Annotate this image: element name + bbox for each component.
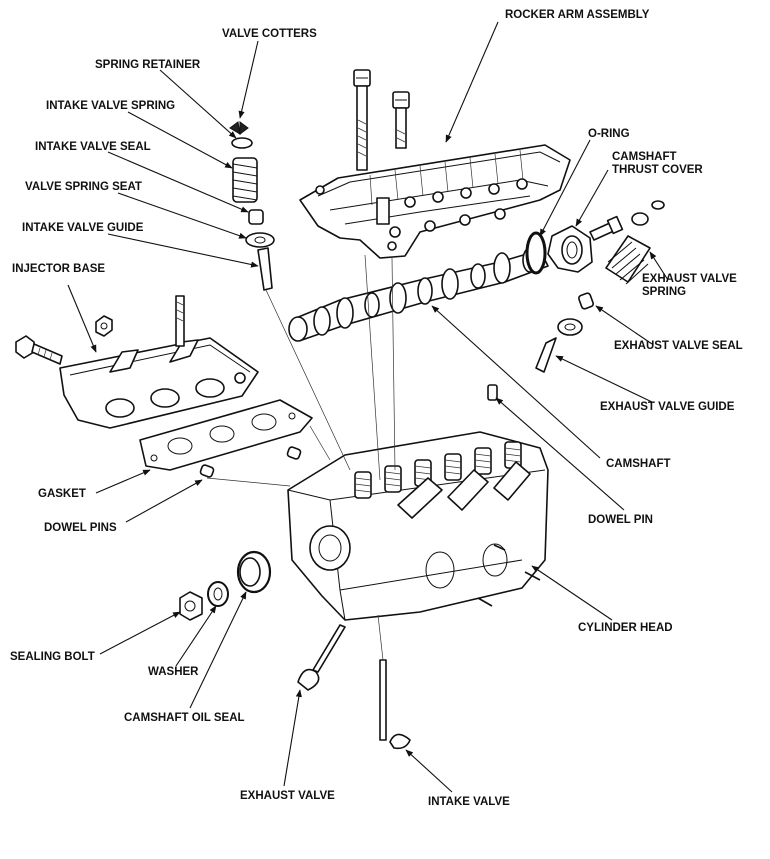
dowel-pin-part [487, 384, 498, 401]
leader-cylinder-head [531, 565, 613, 621]
leader-camshaft-thrust-cover [575, 169, 609, 227]
label-sealing-bolt: SEALING BOLT [10, 651, 95, 663]
label-injector-base: INJECTOR BASE [12, 263, 105, 275]
o-ring-part [525, 231, 547, 275]
exhaust-valve-cotters-part [631, 200, 665, 226]
label-exhaust-valve-spring-line2: SPRING [642, 286, 686, 298]
label-exhaust-valve-spring-line1: EXHAUST VALVE [642, 273, 737, 285]
label-spring-retainer: SPRING RETAINER [95, 59, 201, 71]
cylinder-head-part [287, 431, 549, 621]
leader-exhaust-valve [283, 689, 302, 787]
leader-valve-cotters [238, 40, 259, 119]
intake-valve-seal-part [248, 209, 264, 225]
injector-base-part [15, 295, 259, 429]
camshaft-part [288, 247, 549, 342]
label-camshaft-thrust-cover-line2: THRUST COVER [612, 164, 703, 176]
label-rocker-arm-assembly: ROCKER ARM ASSEMBLY [505, 9, 650, 21]
leader-o-ring [539, 139, 591, 237]
label-exhaust-valve: EXHAUST VALVE [240, 790, 335, 802]
leader-intake-valve-guide [107, 233, 259, 268]
camshaft-oil-seal-part [236, 550, 272, 594]
label-o-ring: O-RING [588, 128, 630, 140]
leader-dowel-pins [125, 479, 203, 523]
label-dowel-pins: DOWEL PINS [44, 522, 117, 534]
exhaust-valve-spring-part [605, 235, 651, 285]
intake-valve-guide-part [257, 247, 273, 291]
label-dowel-pin: DOWEL PIN [588, 514, 653, 526]
leader-spring-retainer [159, 69, 237, 139]
label-exhaust-valve-guide: EXHAUST VALVE GUIDE [600, 401, 735, 413]
label-camshaft-thrust-cover-line1: CAMSHAFT [612, 151, 677, 163]
label-intake-valve-guide: INTAKE VALVE GUIDE [22, 222, 144, 234]
dowel-pins-part [199, 446, 302, 478]
washer-part [207, 581, 229, 607]
exhaust-valve-seal-part [578, 292, 594, 310]
camshaft-thrust-cover-part [547, 215, 624, 273]
label-exhaust-valve-seal: EXHAUST VALVE SEAL [614, 340, 743, 352]
gasket-part [139, 399, 313, 471]
label-intake-valve-spring: INTAKE VALVE SPRING [46, 100, 175, 112]
intake-valve-cotters-part [229, 121, 249, 135]
leader-rocker-arm-assembly [445, 21, 499, 143]
leader-valve-spring-seat [117, 192, 247, 239]
intake-valve-part [379, 659, 411, 750]
label-cylinder-head: CYLINDER HEAD [578, 622, 673, 634]
leader-intake-valve-spring [127, 111, 233, 169]
label-camshaft-oil-seal: CAMSHAFT OIL SEAL [124, 712, 245, 724]
leader-sealing-bolt [99, 611, 181, 655]
label-camshaft: CAMSHAFT [606, 458, 671, 470]
leader-intake-valve [405, 749, 453, 793]
exhaust-valve-seat-part [557, 318, 583, 336]
label-valve-spring-seat: VALVE SPRING SEAT [25, 181, 142, 193]
exhaust-valve-part [297, 624, 346, 691]
leader-exhaust-valve-seal [595, 305, 653, 345]
leader-dowel-pin [495, 397, 625, 511]
leader-exhaust-valve-spring [649, 251, 669, 281]
leader-injector-base [67, 284, 97, 353]
intake-valve-spring-part [232, 157, 258, 203]
valve-spring-seat-part [245, 232, 275, 248]
sealing-bolt-part [179, 591, 203, 621]
leader-washer [175, 605, 217, 667]
label-valve-cotters: VALVE COTTERS [222, 28, 317, 40]
rocker-arm-assembly [299, 69, 571, 259]
leader-gasket [95, 469, 151, 494]
leader-camshaft [431, 305, 601, 459]
label-intake-valve: INTAKE VALVE [428, 796, 510, 808]
leader-intake-valve-seal [107, 151, 249, 213]
label-intake-valve-seal: INTAKE VALVE SEAL [35, 141, 151, 153]
spring-retainer-part [231, 137, 253, 149]
leader-exhaust-valve-guide [555, 355, 653, 403]
label-washer: WASHER [148, 666, 199, 678]
leader-camshaft-oil-seal [189, 591, 247, 709]
label-gasket: GASKET [38, 488, 86, 500]
exhaust-valve-guide-part [535, 337, 557, 373]
